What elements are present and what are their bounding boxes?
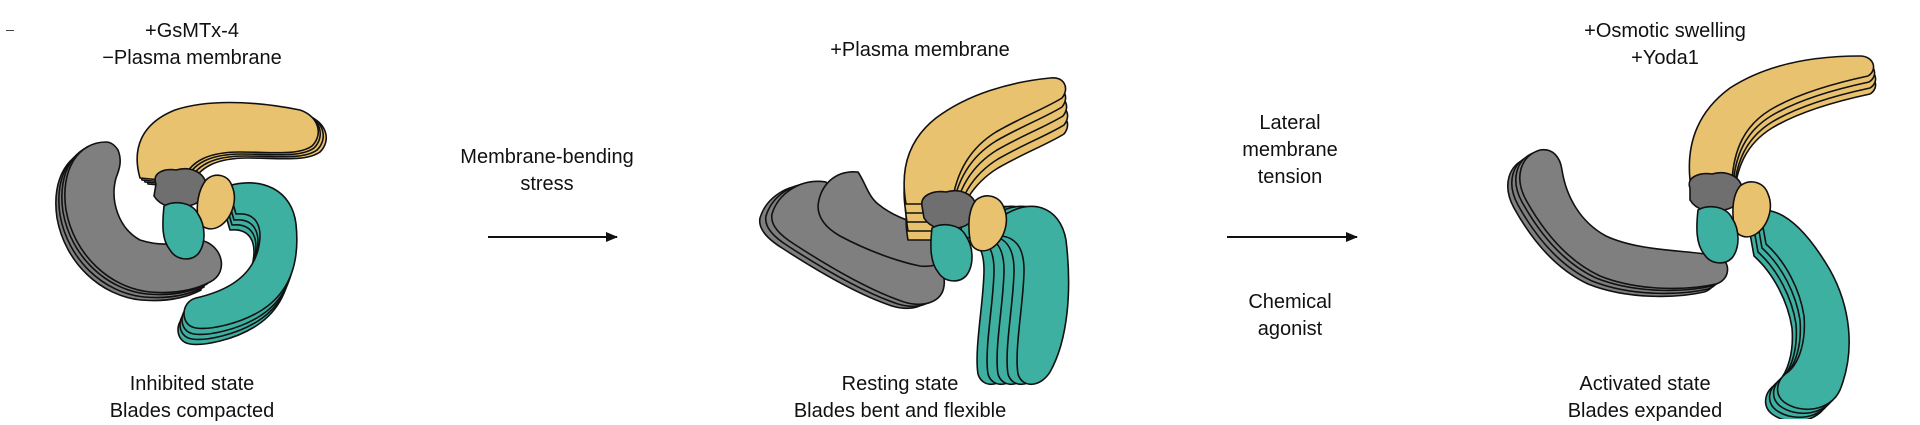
activated-top-line-2: +Yoda1 [1631,47,1699,69]
inhibited-gold-blade [136,101,328,189]
activated-state-title: Activated state [1579,373,1711,395]
resting-piezo [758,77,1070,386]
inhibited-bottom-label: Inhibited state Blades compacted [72,371,312,425]
transition-2-upper-label: Lateral membrane tension [1190,110,1390,191]
resting-top-line-1: +Plasma membrane [830,39,1010,61]
resting-cap [921,190,1008,282]
inhibited-state-title: Inhibited state [129,373,255,395]
transition-1-line-2: stress [520,173,574,195]
activated-bottom-label: Activated state Blades expanded [1525,371,1765,425]
transition-2-line-2: membrane [1242,139,1338,161]
activated-top-line-1: +Osmotic swelling [1584,20,1746,42]
transition-2-line-3: tension [1257,166,1323,188]
activated-gold-blade [1688,55,1877,199]
inhibited-piezo [55,101,328,346]
inhibited-state-desc: Blades compacted [109,400,275,422]
inhibited-teal-blade [177,182,298,346]
inhibited-top-line-2: −Plasma membrane [102,47,282,69]
resting-state-title: Resting state [841,373,959,395]
transition-2-lower-label: Chemical agonist [1190,289,1390,343]
inhibited-top-line-1: +GsMTx-4 [145,20,239,42]
transition-2-line-4: Chemical [1248,291,1332,313]
stray-mark [6,30,14,31]
transition-1-label: Membrane-bending stress [437,144,657,198]
resting-top-label: +Plasma membrane [800,37,1040,64]
inhibited-cap [153,168,236,260]
inhibited-top-label: +GsMTx-4 −Plasma membrane [82,18,302,72]
activated-gray-blade [1507,148,1729,298]
activated-state-desc: Blades expanded [1567,400,1723,422]
transition-2-line-1: Lateral [1259,112,1321,134]
activated-teal-blade [1747,209,1850,419]
resting-bottom-label: Resting state Blades bent and flexible [760,371,1040,425]
activated-cap [1688,172,1772,264]
transition-2-line-5: agonist [1257,318,1323,340]
resting-gray-blade [758,171,951,310]
resting-state-desc: Blades bent and flexible [793,400,1007,422]
resting-teal-blade [959,205,1070,386]
activated-top-label: +Osmotic swelling +Yoda1 [1545,18,1785,72]
transition-1-line-1: Membrane-bending [460,146,634,168]
activated-piezo [1507,55,1877,419]
